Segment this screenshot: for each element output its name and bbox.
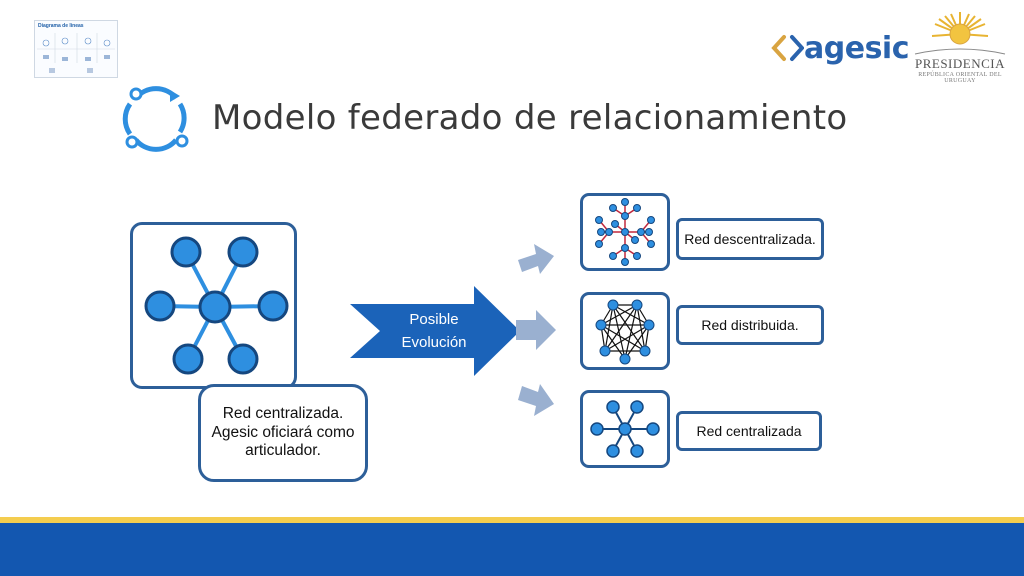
presidencia-logo: PRESIDENCIA REPÚBLICA ORIENTAL DEL URUGU… [905, 10, 1015, 84]
slide-thumbnail: Diagrama de lineas [34, 20, 118, 78]
main-network-label: Red centralizada. Agesic oficiará como a… [198, 384, 368, 482]
centralized-network-label: Red centralizada [676, 411, 822, 451]
arrow-right-icon [516, 310, 556, 350]
decentralized-network-card [580, 193, 670, 271]
small-centralized-network-card [580, 390, 670, 468]
agesic-logo-text: agesic [804, 30, 910, 66]
thumbnail-graphic-icon [37, 33, 115, 73]
footer-bar [0, 523, 1024, 576]
page-title: Modelo federado de relacionamiento [212, 98, 848, 138]
evolution-label-line1: Posible [409, 311, 459, 328]
centralized-network-card [130, 222, 297, 389]
distributed-network-label: Red distribuida. [676, 305, 824, 345]
decentralized-network-label: Red descentralizada. [676, 218, 824, 260]
cycle-icon [122, 86, 189, 152]
footer-accent-stripe [0, 517, 1024, 523]
sun-emblem-icon [914, 12, 1006, 55]
thumbnail-title: Diagrama de lineas [38, 23, 84, 29]
distributed-network-icon [595, 299, 655, 365]
centralized-network-icon [144, 236, 289, 375]
presidencia-subtitle: REPÚBLICA ORIENTAL DEL URUGUAY [918, 72, 1002, 84]
presidencia-title: PRESIDENCIA [914, 56, 1005, 71]
arrow-up-icon [518, 244, 554, 274]
agesic-chevron-icon [771, 35, 804, 61]
evolution-arrow-label: Posible Evolución [384, 308, 484, 355]
centralized-network-small-icon [590, 400, 660, 458]
agesic-logo: agesic [770, 28, 910, 68]
decentralized-network-icon [595, 198, 655, 266]
evolution-arrow-icon [350, 286, 520, 376]
evolution-label-line2: Evolución [401, 334, 467, 352]
arrow-down-icon [518, 384, 554, 416]
distributed-network-card [580, 292, 670, 370]
